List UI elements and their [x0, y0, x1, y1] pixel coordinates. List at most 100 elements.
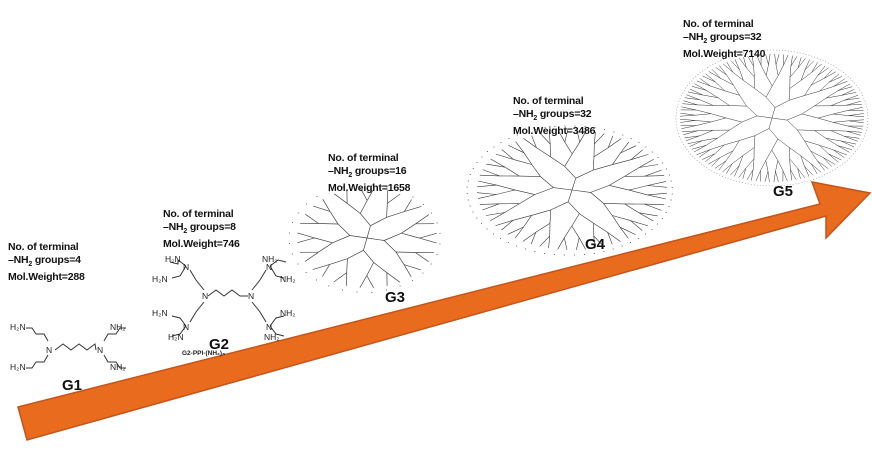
svg-text:•: • [436, 251, 438, 256]
g4-terminal-count: 32 [580, 108, 592, 120]
svg-text:•: • [594, 250, 596, 255]
svg-text:•: • [613, 246, 615, 251]
g1-nitrogen-right: N [97, 345, 103, 355]
svg-text:•: • [574, 252, 576, 257]
g1-terminal-label: No. of terminal [8, 241, 79, 253]
g4-terminal-line: –NH2 groups=32 [513, 108, 595, 125]
svg-text:•: • [564, 252, 566, 257]
g3-mw-line: Mol.Weight=1658 [328, 182, 410, 195]
g5-terminal-count: 32 [750, 31, 762, 43]
g3-nh2-sub: 2 [348, 172, 353, 180]
svg-text:•: • [487, 149, 489, 154]
svg-text:•: • [544, 250, 546, 255]
svg-text:•: • [516, 243, 518, 248]
svg-text:•: • [666, 166, 668, 171]
g1-nh2-sub: 2 [28, 261, 33, 269]
svg-text:•: • [399, 283, 401, 288]
svg-text:•: • [669, 172, 671, 177]
g1-nh2-prefix: –NH [8, 254, 29, 266]
g1-label: G1 [62, 377, 83, 394]
svg-text:•: • [622, 132, 624, 137]
svg-text:•: • [468, 197, 470, 202]
svg-text:•: • [372, 182, 374, 187]
g1-nh2-suffix: groups= [32, 254, 76, 266]
svg-text:•: • [666, 210, 668, 215]
svg-text:•: • [544, 125, 546, 130]
svg-text:•: • [645, 231, 647, 236]
svg-text:•: • [342, 184, 344, 189]
svg-text:•: • [316, 277, 318, 282]
g2-label: G2 [209, 336, 230, 353]
svg-text:•: • [630, 240, 632, 245]
g3-terminal-line: –NH2 groups=16 [328, 165, 410, 182]
g1-terminal-count: 4 [75, 254, 81, 266]
svg-text:•: • [662, 160, 664, 165]
g2-core-nitrogen-right: N [248, 291, 254, 301]
g4-info: No. of terminal –NH2 groups=32 Mol.Weigh… [513, 95, 595, 138]
svg-text:•: • [476, 215, 478, 220]
svg-text:•: • [645, 144, 647, 149]
g3-structure: •••••••••••••••••••••••••••••••• [289, 182, 442, 295]
g1-mol-weight: 288 [67, 271, 85, 284]
g4-terminal-label: No. of terminal [513, 95, 584, 107]
svg-text:•: • [500, 139, 502, 144]
g5-terminal-label: No. of terminal [683, 18, 754, 30]
svg-text:•: • [316, 194, 318, 199]
g2-amine-3: H₂N [152, 308, 168, 318]
svg-text:•: • [652, 149, 654, 154]
g1-terminal-line: –NH2 groups=4 [8, 254, 85, 271]
svg-text:•: • [584, 252, 586, 257]
svg-text:•: • [508, 135, 510, 140]
svg-text:•: • [638, 236, 640, 241]
g4-mw-label: Mol.Weight= [513, 125, 573, 138]
svg-text:•: • [467, 184, 469, 189]
g4-mol-weight: 3486 [572, 125, 596, 138]
svg-text:•: • [329, 188, 331, 193]
svg-text:•: • [584, 123, 586, 128]
svg-text:•: • [657, 154, 659, 159]
g5-terminal-line: –NH2 groups=32 [683, 31, 765, 48]
svg-text:•: • [469, 203, 471, 208]
svg-text:•: • [621, 243, 623, 248]
g2-terminal-line: –NH2 groups=8 [163, 221, 240, 238]
g2-amine-5: NH₂ [262, 254, 278, 264]
g5-info: No. of terminal –NH2 groups=32 Mol.Weigh… [683, 18, 765, 61]
g5-nh2-sub: 2 [703, 38, 708, 46]
g5-label: G5 [773, 183, 794, 200]
svg-text:•: • [638, 140, 640, 145]
g1-info: No. of terminal –NH2 groups=4 Mol.Weight… [8, 241, 85, 284]
g1-amine-bottom-left: H₂N [10, 362, 26, 372]
svg-text:•: • [439, 241, 441, 246]
svg-text:•: • [604, 127, 606, 132]
svg-text:•: • [306, 201, 308, 206]
svg-text:•: • [574, 123, 576, 128]
svg-text:•: • [613, 129, 615, 134]
g4-nh2-sub: 2 [533, 115, 538, 123]
g3-mol-weight: 1658 [387, 182, 411, 195]
g2-structure-caption: G2-PPI-(NH₂)₈ [182, 350, 225, 357]
g2-mw-line: Mol.Weight=746 [163, 238, 240, 251]
svg-text:•: • [481, 221, 483, 226]
g2-info: No. of terminal –NH2 groups=8 Mol.Weight… [163, 208, 240, 251]
g2-nh2-suffix: groups= [187, 221, 231, 233]
svg-text:•: • [357, 182, 359, 187]
g5-structure [675, 49, 869, 187]
g2-core-nitrogen-left: N [202, 291, 208, 301]
g1-mw-label: Mol.Weight= [8, 271, 68, 284]
g2-structure: N N N N N N H₂N H₂N H₂N H₂N NH₂ NH₂ NH₂ … [152, 254, 296, 357]
svg-text:•: • [670, 197, 672, 202]
svg-text:•: • [386, 287, 388, 292]
svg-text:•: • [297, 261, 299, 266]
svg-text:•: • [422, 270, 424, 275]
svg-text:•: • [472, 209, 474, 214]
g2-mw-label: Mol.Weight= [163, 238, 223, 251]
g2-amine-1: H₂N [165, 254, 181, 264]
svg-text:•: • [386, 184, 388, 189]
svg-text:•: • [657, 221, 659, 226]
svg-text:•: • [289, 241, 291, 246]
svg-text:•: • [400, 188, 402, 193]
g4-mw-line: Mol.Weight=3486 [513, 125, 595, 138]
g3-nh2-prefix: –NH [328, 165, 349, 177]
svg-text:•: • [486, 226, 488, 231]
svg-text:•: • [564, 123, 566, 128]
